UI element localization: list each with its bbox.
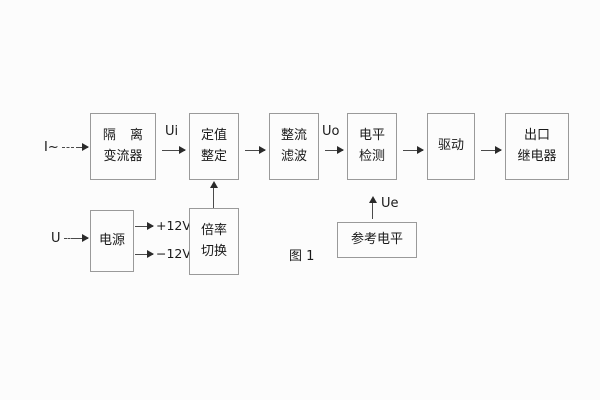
connector-isolation-to-setting [162,150,185,151]
block-multiplier-switch-line-2: 切换 [200,243,227,259]
block-isolation-transformer-line-1: 隔 离 [102,128,149,144]
block-setting-adjustment: 定值 整定 [189,113,239,180]
connector-reference-to-level [372,199,373,219]
voltage-input-label: U [51,231,61,246]
connector-rectify-to-level-arrowhead [337,146,344,154]
block-level-detection: 电平 检测 [347,113,397,180]
signal-label-ui: Ui [165,124,179,139]
block-output-relay-line-1: 出口 [523,128,550,144]
voltage-input-line [74,238,88,239]
connector-setting-to-rectify-arrowhead [259,146,266,154]
block-power-supply-line-1: 电源 [98,232,125,248]
block-drive: 驱动 [427,113,475,180]
voltage-input-arrowhead [82,234,89,242]
signal-label-uo: Uo [322,124,340,139]
current-input-arrowhead [82,143,89,151]
block-multiplier-switch-line-1: 倍率 [200,223,227,239]
rail-negative-line [135,254,153,255]
block-level-detection-line-2: 检测 [358,148,385,164]
block-setting-adjustment-line-2: 整定 [200,148,227,164]
block-output-relay-line-2: 继电器 [517,148,557,164]
block-drive-line-1: 驱动 [437,138,464,154]
signal-label-ue: Ue [381,196,399,211]
block-multiplier-switch: 倍率 切换 [189,208,239,275]
current-input-dash [62,147,74,148]
rail-negative-label: −12V [156,246,191,261]
block-setting-adjustment-line-1: 定值 [200,128,227,144]
connector-level-to-drive-arrowhead [417,146,424,154]
rail-positive-arrowhead [147,222,154,230]
connector-drive-to-output-relay-arrowhead [495,146,502,154]
block-reference-level: 参考电平 [337,222,417,258]
block-rectify-filter-line-1: 整流 [280,128,307,144]
connector-isolation-to-setting-arrowhead [179,146,186,154]
block-rectify-filter: 整流 滤波 [269,113,319,180]
connector-multiplier-to-setting [213,184,214,208]
block-isolation-transformer-line-2: 变流器 [103,148,143,164]
rail-positive-line [135,226,153,227]
block-power-supply: 电源 [90,210,134,272]
connector-setting-to-rectify [245,150,265,151]
block-isolation-transformer: 隔 离 变流器 [90,113,156,180]
block-reference-level-line-1: 参考电平 [350,231,403,247]
connector-multiplier-to-setting-arrowhead [210,181,218,188]
connector-drive-to-output-relay [481,150,501,151]
block-level-detection-line-1: 电平 [358,128,385,144]
connector-level-to-drive [403,150,423,151]
rail-negative-arrowhead [147,250,154,258]
connector-reference-to-level-arrowhead [369,196,377,203]
rail-positive-label: +12V [156,218,191,233]
block-rectify-filter-line-2: 滤波 [280,148,307,164]
current-input-label: I~ [44,140,59,155]
connector-rectify-to-level [325,150,343,151]
figure-caption: 图 1 [289,249,315,264]
voltage-input-dash [64,238,74,239]
block-output-relay: 出口 继电器 [505,113,569,180]
